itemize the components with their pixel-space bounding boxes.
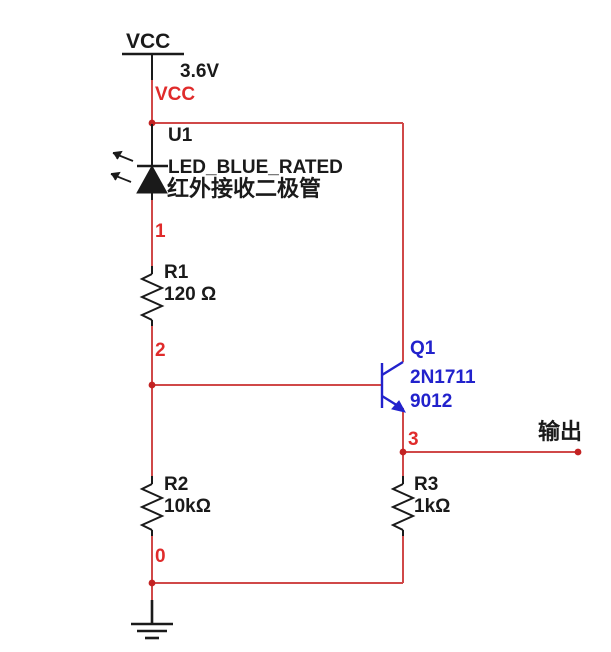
r2-value-label: 10kΩ <box>164 496 211 517</box>
vcc-rail-label: VCC <box>126 30 171 53</box>
r3-ref-label: R3 <box>414 474 439 495</box>
r3-zigzag <box>390 483 416 531</box>
junction-node2 <box>148 381 156 389</box>
junction-node3 <box>399 448 407 456</box>
npn-transistor-symbol[interactable] <box>380 360 406 413</box>
junction-node0 <box>148 579 156 587</box>
vcc-net-label: VCC <box>155 84 196 105</box>
resistor-r1-symbol[interactable] <box>139 266 165 326</box>
output-terminal-label: 输出 <box>538 420 583 445</box>
r1-value-label: 120 Ω <box>164 284 217 305</box>
light-arrows-icon <box>110 150 134 183</box>
q1-ref-label: Q1 <box>410 338 436 359</box>
r2-zigzag <box>139 483 165 531</box>
vcc-rail-symbol <box>122 52 184 80</box>
photodiode-triangle <box>136 164 168 194</box>
net-wires <box>151 78 578 615</box>
resistor-r3-symbol[interactable] <box>390 476 416 536</box>
resistor-r2-symbol[interactable] <box>139 476 165 536</box>
q1-collector-lead <box>381 360 404 377</box>
u1-model-label: LED_BLUE_RATED <box>168 157 343 178</box>
q1-emitter-arrow <box>391 400 406 413</box>
r1-zigzag <box>139 273 165 321</box>
junction-dots <box>148 119 582 587</box>
r2-ref-label: R2 <box>164 474 189 495</box>
ground-symbol[interactable] <box>131 600 173 640</box>
u1-description-label: 红外接收二极管 <box>167 177 322 202</box>
u1-ref-label: U1 <box>168 125 193 146</box>
node-3-label: 3 <box>408 429 419 450</box>
node-2-label: 2 <box>155 340 166 361</box>
q1-alt-model-label: 9012 <box>410 391 453 412</box>
r3-value-label: 1kΩ <box>414 496 451 517</box>
supply-voltage-label: 3.6V <box>180 61 220 82</box>
r1-ref-label: R1 <box>164 262 189 283</box>
junction-vcc <box>148 119 156 127</box>
node-0-label: 0 <box>155 546 166 567</box>
photodiode-symbol[interactable] <box>110 124 168 200</box>
q1-model-label: 2N1711 <box>410 367 476 388</box>
node-1-label: 1 <box>155 221 166 242</box>
output-terminal-dot[interactable] <box>574 448 582 456</box>
